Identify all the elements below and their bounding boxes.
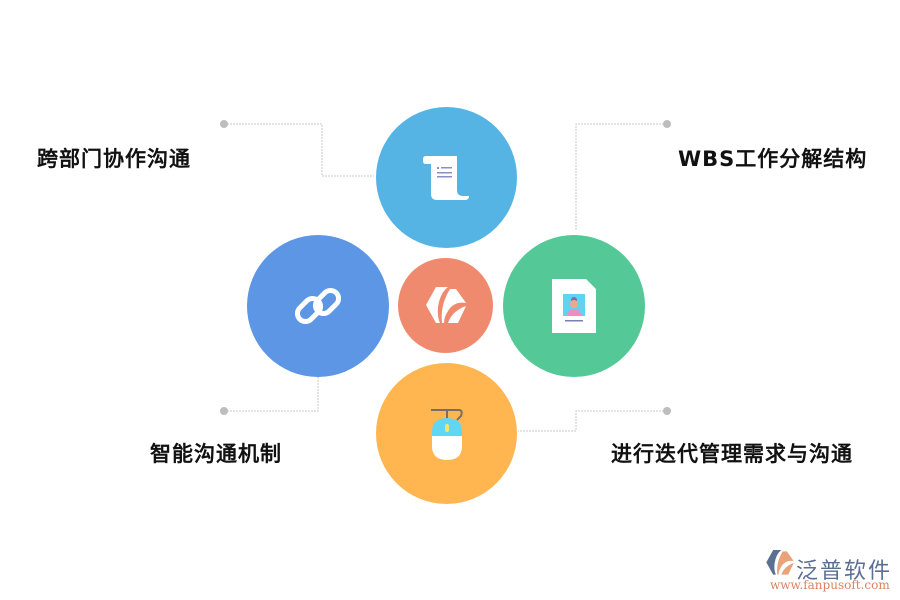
label-iteration-requirements: 进行迭代管理需求与沟通 [611, 442, 853, 466]
node-left-circle [247, 235, 389, 377]
label-wbs-structure: WBS工作分解结构 [678, 147, 868, 171]
scroll-icon [422, 155, 469, 200]
label-cross-department-communication: 跨部门协作沟通 [37, 147, 191, 171]
mouse-icon [430, 408, 463, 460]
watermark-brand: 泛普软件 [796, 559, 893, 584]
node-right-circle [503, 235, 645, 377]
watermark-logo-icon [766, 550, 794, 575]
watermark-url: www.fanpusoft.com [770, 578, 890, 592]
node-bottom-circle [376, 363, 517, 504]
center-logo-circle [398, 258, 493, 353]
label-smart-communication: 智能沟通机制 [150, 442, 282, 466]
fanpu-logo-icon [425, 286, 466, 323]
chain-link-icon [294, 287, 342, 325]
profile-document-icon [552, 279, 596, 333]
node-top-circle [376, 107, 517, 248]
